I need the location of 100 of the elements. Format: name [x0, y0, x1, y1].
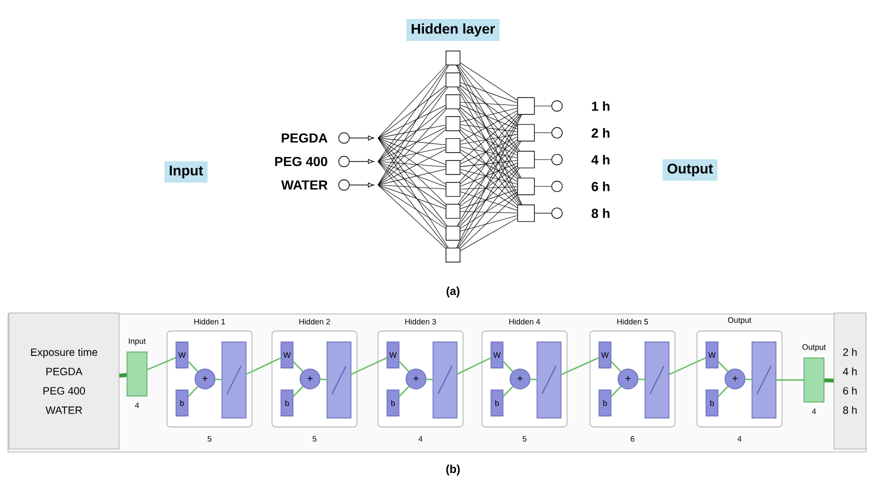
activation-box	[752, 342, 776, 418]
connector	[718, 386, 728, 397]
connector	[460, 152, 518, 206]
input-neuron: PEGDA	[282, 132, 374, 144]
output-terminal: 4 h	[551, 154, 610, 166]
connector	[460, 110, 518, 142]
node-label: 8 h	[592, 208, 610, 218]
activation-box	[432, 342, 458, 418]
connector	[378, 161, 446, 207]
hidden-neuron	[446, 50, 460, 66]
connector	[456, 114, 522, 226]
connector	[378, 149, 446, 186]
connector	[457, 357, 491, 375]
output-neuron	[517, 150, 535, 168]
connector	[460, 84, 518, 127]
activation-box	[326, 342, 352, 418]
connector	[246, 357, 281, 375]
connector	[460, 168, 518, 226]
connector	[147, 357, 176, 370]
connector	[378, 127, 446, 162]
connector	[378, 65, 446, 138]
activation-box	[536, 342, 562, 418]
node-label: 1 h	[592, 101, 610, 111]
input-neuron: PEG 400	[275, 156, 374, 168]
connector	[292, 386, 304, 397]
connector	[378, 105, 446, 138]
input-panel: Exposure time PEGDA PEG 400 WATER	[8, 312, 120, 450]
hidden-neuron	[446, 138, 460, 153]
caption-label: (b)	[446, 464, 460, 476]
connector	[460, 192, 518, 229]
activation-box	[644, 342, 670, 418]
connector	[460, 146, 518, 158]
node-label: 4 h	[591, 154, 610, 164]
connector	[530, 378, 537, 380]
output-terminal: 8 h	[551, 208, 610, 219]
connector	[460, 162, 518, 187]
output-terminal: 6 h	[551, 180, 610, 192]
connector	[351, 357, 387, 375]
output-neuron	[517, 97, 535, 115]
connector	[378, 161, 446, 168]
connector	[378, 129, 446, 186]
connector	[460, 134, 518, 145]
node-label: PEGDA	[282, 133, 328, 143]
connector	[460, 194, 518, 248]
connector	[718, 361, 728, 372]
connector	[457, 141, 522, 248]
connector	[378, 184, 446, 248]
connector	[458, 130, 520, 205]
connector	[188, 386, 198, 397]
hidden-neuron	[446, 182, 460, 197]
output-terminal: 1 h	[551, 100, 610, 112]
connector	[534, 212, 552, 214]
connector	[460, 107, 518, 153]
connector	[460, 136, 518, 164]
hidden-neuron	[446, 116, 460, 132]
connector	[534, 132, 552, 134]
connector	[456, 65, 522, 178]
connector	[378, 138, 446, 204]
activation-box	[222, 342, 246, 418]
output-panel: 2 h 4 h 6 h 8 h	[834, 312, 866, 450]
connector	[378, 124, 446, 138]
connector	[378, 87, 448, 186]
connector	[458, 141, 520, 226]
connector	[460, 113, 518, 162]
connector	[458, 65, 520, 152]
connector	[119, 373, 127, 378]
connector	[292, 361, 304, 372]
connector	[460, 87, 518, 152]
connector	[378, 87, 446, 162]
connector	[460, 211, 518, 214]
connector	[460, 102, 518, 106]
connector	[502, 386, 514, 397]
connector	[378, 138, 449, 248]
connector	[534, 159, 552, 160]
connector	[460, 149, 518, 182]
connector	[824, 378, 834, 382]
connector	[398, 361, 410, 372]
connector	[776, 379, 804, 381]
connector	[745, 378, 752, 380]
layer-tag: Output	[662, 159, 718, 181]
output-neuron	[517, 204, 535, 222]
node-label: PEG 400	[275, 156, 328, 166]
connector	[378, 65, 448, 162]
hidden-neuron	[446, 226, 460, 241]
connector	[460, 130, 518, 180]
connector	[378, 107, 446, 162]
connector	[378, 108, 447, 186]
connector	[460, 169, 518, 184]
connector	[458, 168, 520, 248]
connector	[561, 357, 599, 376]
connector	[460, 218, 518, 252]
connector	[378, 184, 446, 209]
connector	[460, 127, 518, 156]
output-neuron	[517, 178, 535, 196]
connector	[378, 161, 446, 187]
hidden-neuron	[446, 160, 460, 175]
node-label: 6 h	[592, 182, 610, 192]
connector	[378, 85, 446, 138]
connector	[460, 65, 518, 124]
connector	[456, 65, 522, 205]
